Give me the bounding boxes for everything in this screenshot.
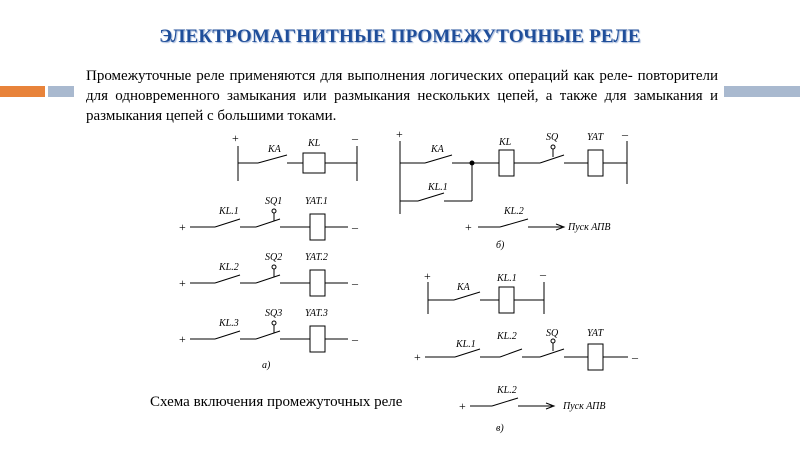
scheme-b-kl2-label: KL.2 (503, 206, 524, 217)
scheme-c-yat-label: YAT (587, 328, 605, 339)
scheme-a: + – KA KL + – KL.1 SQ1 YAT.1 (179, 131, 359, 371)
row1-yat1-label: YAT.1 (305, 196, 328, 207)
scheme-c-plus-sign: + (424, 269, 431, 283)
scheme-b-minus-sign: – (621, 127, 629, 141)
scheme-caption: Схема включения промежуточных реле (150, 394, 403, 410)
decor-bar-gray-right (724, 86, 800, 97)
row1-kl1-label: KL.1 (218, 206, 239, 217)
row3-plus-sign: + (179, 332, 186, 346)
scheme-b: + – + KA KL SQ YAT KL.1 KL.2 Пуск АПВ б) (396, 127, 629, 251)
scheme-b-control-circuit (399, 141, 628, 231)
scheme-c: + – + – + KA KL.1 KL.1 KL.2 SQ YAT KL.2 … (414, 267, 639, 434)
scheme-c-minus-sign: – (539, 267, 547, 281)
row1-minus-sign: – (351, 220, 359, 234)
row1-sq1-label: SQ1 (265, 196, 282, 207)
row1-plus-sign: + (179, 220, 186, 234)
scheme-a-plus-sign: + (232, 131, 239, 145)
scheme-a-row-2 (190, 264, 348, 297)
scheme-c-apv-label: Пуск АПВ (562, 401, 605, 412)
scheme-a-row-1 (190, 208, 348, 241)
intro-paragraph: Промежуточные реле применяются для выпол… (86, 68, 718, 124)
scheme-a-minus-sign: – (351, 131, 359, 145)
scheme-c-sq-label: SQ (546, 328, 559, 339)
scheme-c-middle-minus-sign: – (631, 350, 639, 364)
row2-plus-sign: + (179, 276, 186, 290)
scheme-b-plus-sign: + (396, 127, 403, 141)
row2-minus-sign: – (351, 276, 359, 290)
scheme-c-apv-plus-sign: + (459, 399, 466, 413)
scheme-c-middle-plus-sign: + (414, 350, 421, 364)
row2-yat2-label: YAT.2 (305, 252, 328, 263)
row3-sq3-label: SQ3 (265, 308, 282, 319)
scheme-b-yat-label: YAT (587, 132, 605, 143)
row3-yat3-label: YAT.3 (305, 308, 328, 319)
decor-bar-orange (0, 86, 45, 97)
scheme-c-caption-label: в) (496, 423, 504, 434)
scheme-c-control-circuit (425, 282, 628, 410)
slide-title: ЭЛЕКТРОМАГНИТНЫЕ ПРОМЕЖУТОЧНЫЕ РЕЛЕ (159, 26, 641, 47)
scheme-a-caption-label: а) (262, 360, 271, 371)
scheme-b-caption-label: б) (496, 240, 505, 251)
scheme-b-sq-label: SQ (546, 132, 559, 143)
scheme-b-ka-label: KA (430, 144, 445, 155)
scheme-c-kl2-label: KL.2 (496, 331, 517, 342)
scheme-b-kl1-label: KL.1 (427, 182, 448, 193)
scheme-a-ka-label: KA (267, 144, 282, 155)
decor-bar-gray-left (48, 86, 74, 97)
row3-minus-sign: – (351, 332, 359, 346)
row3-kl3-label: KL.3 (218, 318, 239, 329)
scheme-b-apv-plus-sign: + (465, 220, 472, 234)
scheme-a-kl-label: KL (307, 138, 321, 149)
row2-sq2-label: SQ2 (265, 252, 282, 263)
scheme-a-row-3 (190, 320, 348, 353)
scheme-c-kl1-coil-label: KL.1 (496, 273, 517, 284)
scheme-c-kl1-label: KL.1 (455, 339, 476, 350)
scheme-b-kl-label: KL (498, 137, 512, 148)
scheme-c-kl2-apv-label: KL.2 (496, 385, 517, 396)
row2-kl2-label: KL.2 (218, 262, 239, 273)
scheme-b-apv-label: Пуск АПВ (567, 222, 610, 233)
scheme-c-ka-label: KA (456, 282, 471, 293)
scheme-a-control-circuit (237, 146, 358, 181)
